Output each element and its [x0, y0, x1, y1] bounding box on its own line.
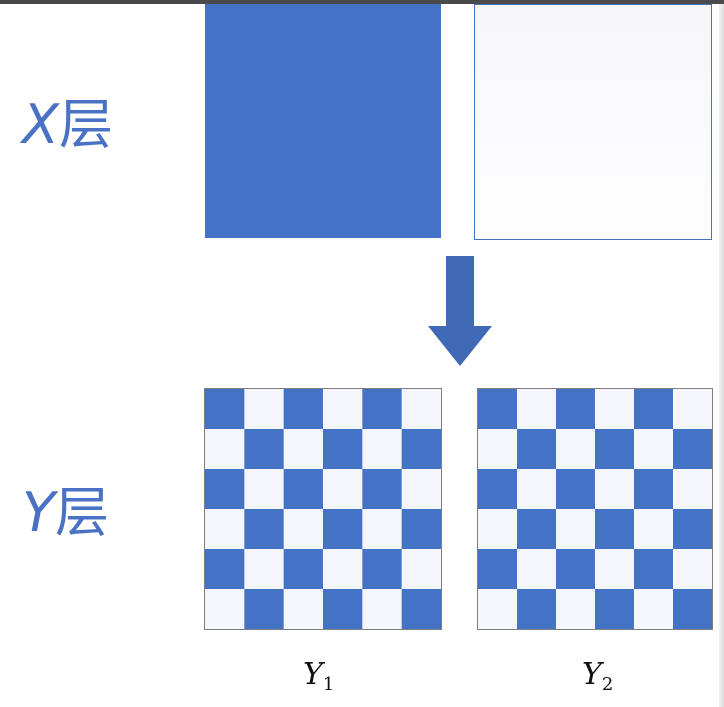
y1-cell-white [362, 589, 403, 629]
y2-label-base: Y [582, 657, 602, 692]
y1-cell-blue [205, 389, 245, 430]
y2-cell-white [556, 509, 596, 550]
y1-cell-blue [323, 509, 363, 550]
y1-cell-white [323, 549, 363, 590]
y-layer-text: 层 [55, 481, 109, 544]
y2-label-subscript: 2 [601, 674, 614, 695]
y1-cell-white [323, 469, 363, 510]
y2-cell-blue [478, 549, 518, 590]
y1-cell-blue [362, 469, 403, 510]
y2-cell-white [517, 389, 557, 430]
y2-cell-blue [595, 589, 635, 629]
y2-cell-blue [556, 389, 596, 430]
y1-cell-white [283, 589, 324, 629]
down-arrow-icon [428, 256, 492, 366]
x-layer-filled-box [205, 4, 441, 238]
y1-cell-blue [323, 429, 363, 470]
y1-cell-white [283, 429, 324, 470]
y2-cell-blue [673, 589, 712, 629]
y2-cell-white [478, 589, 518, 629]
x-layer-empty-box [474, 4, 712, 240]
y2-cell-white [556, 429, 596, 470]
y1-cell-blue [244, 589, 285, 629]
y2-cell-white [673, 549, 712, 590]
y1-cell-blue [401, 429, 441, 470]
y2-cell-white [634, 509, 674, 550]
y2-cell-blue [517, 509, 557, 550]
y1-label-base: Y [303, 657, 323, 692]
y1-cell-blue [244, 429, 285, 470]
y1-cell-blue [401, 509, 441, 550]
arrow-shaft [446, 256, 474, 326]
y1-label-subscript: 1 [322, 674, 335, 695]
y2-cell-white [517, 549, 557, 590]
y2-cell-white [673, 469, 712, 510]
y2-cell-blue [634, 469, 674, 510]
y1-cell-blue [244, 509, 285, 550]
y1-cell-white [205, 589, 245, 629]
y1-checkerboard [204, 388, 442, 630]
y2-cell-blue [517, 429, 557, 470]
y2-cell-white [634, 589, 674, 629]
y2-cell-white [595, 469, 635, 510]
y2-cell-white [634, 429, 674, 470]
y1-cell-white [401, 549, 441, 590]
y2-cell-blue [478, 389, 518, 430]
y1-cell-white [362, 509, 403, 550]
arrow-head [428, 326, 492, 366]
y2-cell-blue [595, 509, 635, 550]
y1-cell-white [401, 389, 441, 430]
y2-cell-white [478, 429, 518, 470]
right-edge-strip [719, 4, 724, 707]
y2-checkerboard-grid [478, 389, 712, 629]
y1-cell-white [283, 509, 324, 550]
y-layer-label: Y层 [22, 486, 109, 540]
y2-cell-blue [517, 589, 557, 629]
y2-cell-blue [595, 429, 635, 470]
y2-cell-blue [634, 549, 674, 590]
x-layer-text: 层 [59, 93, 113, 156]
y1-cell-blue [205, 549, 245, 590]
y1-cell-white [205, 429, 245, 470]
y1-cell-white [401, 469, 441, 510]
y1-cell-blue [283, 469, 324, 510]
y2-cell-blue [634, 389, 674, 430]
y2-cell-white [595, 549, 635, 590]
y2-checkerboard [477, 388, 713, 630]
y1-cell-blue [401, 589, 441, 629]
y1-cell-blue [323, 589, 363, 629]
y1-label: Y1 [303, 660, 334, 694]
y2-cell-white [673, 389, 712, 430]
y2-cell-blue [673, 509, 712, 550]
y-layer-letter: Y [22, 481, 55, 544]
y2-cell-blue [556, 549, 596, 590]
top-bar [0, 0, 724, 4]
y2-cell-white [517, 469, 557, 510]
y1-cell-white [323, 389, 363, 430]
y2-cell-blue [478, 469, 518, 510]
y2-label: Y2 [582, 660, 613, 694]
y1-cell-white [362, 429, 403, 470]
y1-cell-white [244, 469, 285, 510]
y2-cell-white [478, 509, 518, 550]
y2-cell-blue [673, 429, 712, 470]
x-layer-letter: X [22, 93, 59, 156]
y1-cell-white [205, 509, 245, 550]
y1-cell-blue [205, 469, 245, 510]
y1-cell-blue [362, 389, 403, 430]
y1-cell-white [244, 549, 285, 590]
y1-cell-blue [283, 549, 324, 590]
y2-cell-white [595, 389, 635, 430]
y1-cell-white [244, 389, 285, 430]
y1-cell-blue [362, 549, 403, 590]
y2-cell-white [556, 589, 596, 629]
y1-cell-blue [283, 389, 324, 430]
y1-checkerboard-grid [205, 389, 441, 629]
y2-cell-blue [556, 469, 596, 510]
x-layer-label: X层 [22, 98, 113, 152]
